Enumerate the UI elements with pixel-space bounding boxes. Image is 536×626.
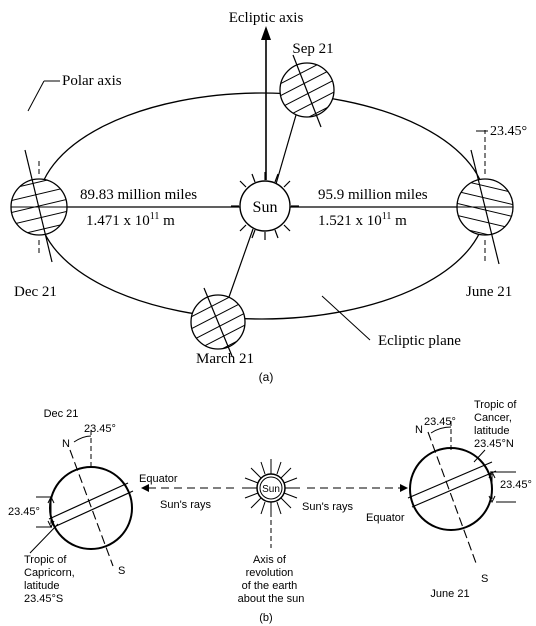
left-tilt-top: 23.45° [84, 423, 116, 435]
ecliptic-axis-arrowhead [261, 26, 271, 40]
right-tilt-top: 23.45° [424, 416, 456, 428]
left-distance-meters: 1.471 x 1011 m [86, 211, 175, 229]
sun-to-march-line [228, 228, 254, 298]
earth-june21-a [456, 130, 514, 265]
sun-label-a: Sun [253, 199, 278, 216]
right-distance-miles: 95.9 million miles [318, 187, 428, 203]
caption-b: (b) [259, 612, 272, 624]
equator-label-left: Equator [139, 473, 178, 485]
right-polar-axis [427, 431, 477, 564]
left-polar-axis [69, 449, 114, 567]
left-distance-miles: 89.83 million miles [80, 187, 197, 203]
sun-label-b: Sun [262, 484, 280, 495]
right-south-label: S [481, 573, 488, 585]
suns-rays-left-label: Sun's rays [160, 499, 212, 511]
left-north-label: N [62, 438, 70, 450]
equator-label-right: Equator [366, 512, 405, 524]
suns-rays-right-label: Sun's rays [302, 501, 354, 513]
left-tilt-side: 23.45° [8, 506, 40, 518]
dec21-label-a: Dec 21 [14, 284, 57, 300]
dec21-label-b: Dec 21 [44, 408, 79, 420]
polar-axis-dec [24, 149, 53, 263]
left-south-label: S [118, 565, 125, 577]
tilt-label-a: 23.45° [490, 124, 527, 139]
ecliptic-plane-label: Ecliptic plane [378, 333, 461, 349]
june21-label-b: June 21 [430, 588, 469, 600]
june21-label-a: June 21 [466, 284, 512, 300]
sep21-label: Sep 21 [292, 41, 333, 57]
part-b-tilt-diagram: Dec 21 N S 23.45° 23.45° Equator Tropic … [8, 399, 532, 624]
sun-to-sep-line [275, 114, 297, 185]
earth-sep21 [279, 54, 335, 128]
part-a-orbit-diagram: Ecliptic axis Sun [10, 10, 527, 384]
earth-march21 [190, 287, 246, 357]
sun-b: Sun [242, 459, 300, 517]
ecliptic-axis-label: Ecliptic axis [229, 10, 304, 26]
earth-dec21-b [48, 430, 134, 567]
sun-a: Sun [231, 172, 299, 240]
march21-label: March 21 [196, 351, 254, 367]
earth-dec21-a [10, 149, 68, 263]
tropic-capricorn-label: Tropic of Capricorn, latitude 23.45°S [24, 554, 78, 605]
right-tilt-side: 23.45° [500, 479, 532, 491]
axis-of-revolution-label: Axis of revolution of the earth about th… [238, 554, 305, 605]
ecliptic-plane-leader [321, 295, 371, 341]
right-north-label: N [415, 424, 423, 436]
right-distance-meters: 1.521 x 1011 m [318, 211, 407, 229]
tropic-cancer-label: Tropic of Cancer, latitude 23.45°N [474, 399, 519, 450]
caption-a: (a) [259, 370, 274, 384]
polar-axis-label: Polar axis [62, 73, 122, 89]
